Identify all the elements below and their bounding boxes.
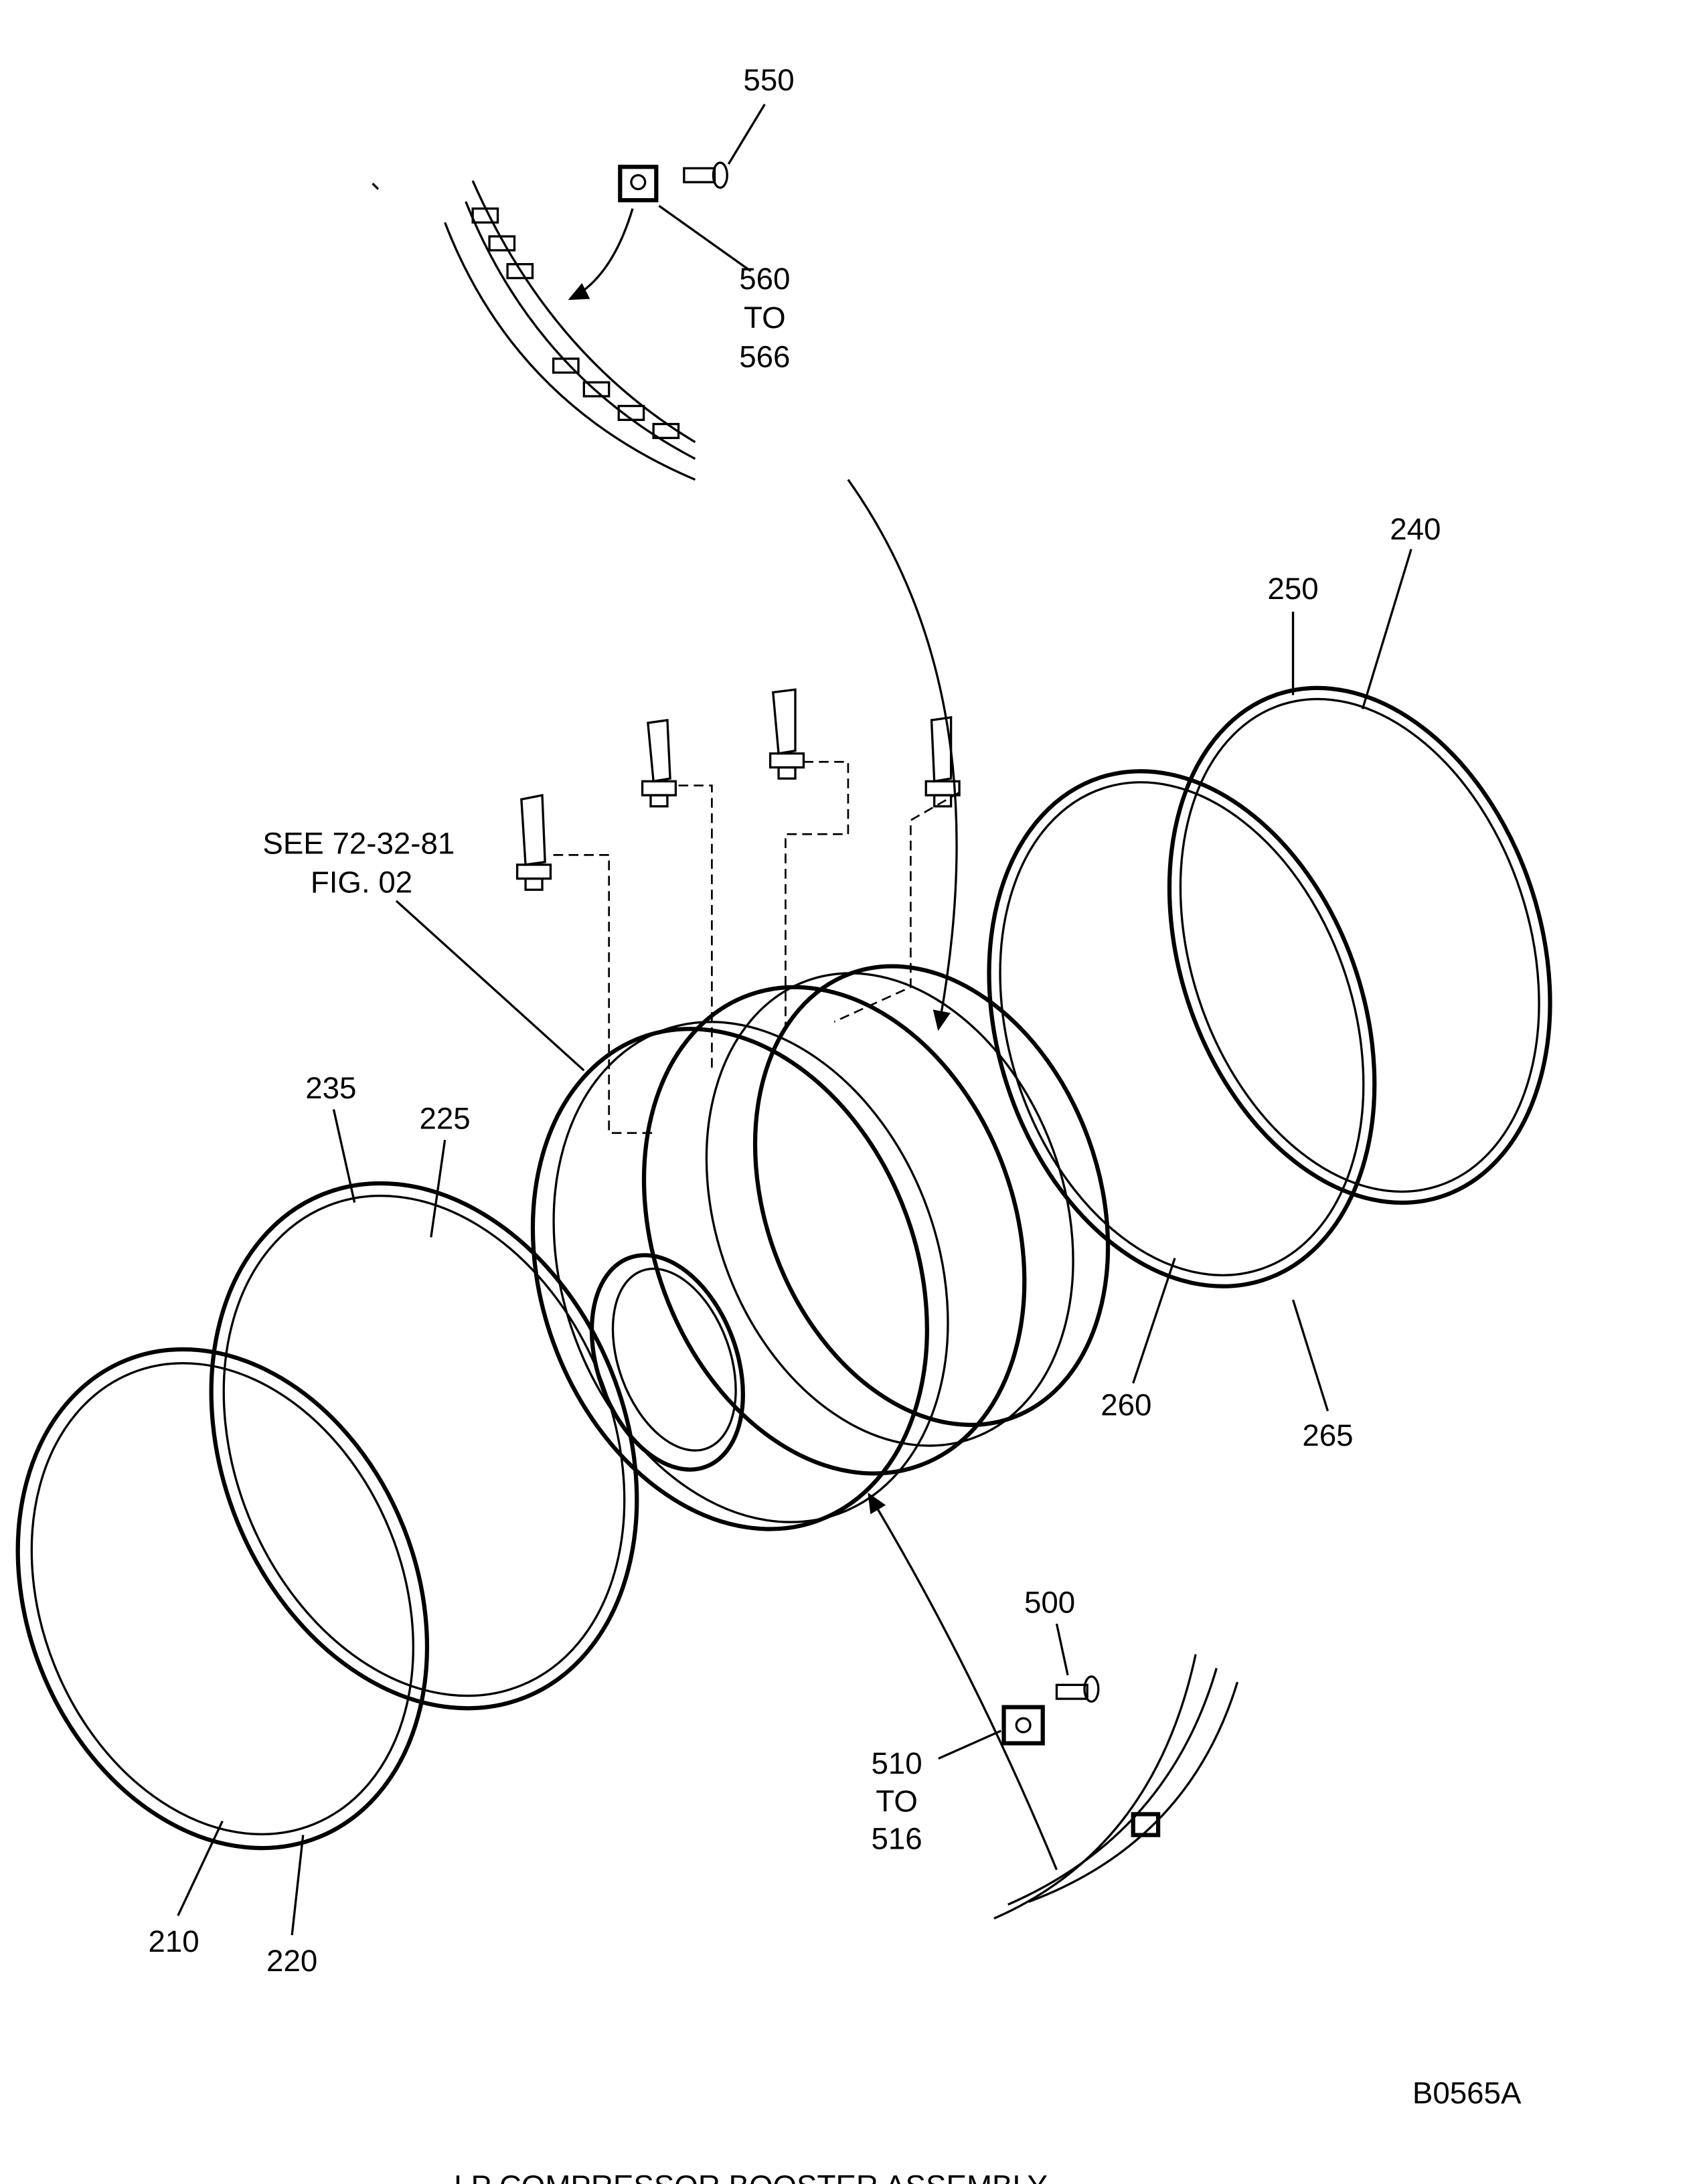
retainer-block-510 [1001, 1705, 1045, 1746]
callout-560: 560 [739, 262, 790, 296]
leader-210 [177, 1821, 224, 1916]
leader-260 [1132, 1258, 1176, 1384]
callout-220: 220 [266, 1944, 317, 1978]
callout-500: 500 [1024, 1585, 1075, 1619]
bolt-500 [1055, 1675, 1100, 1703]
ring-260 [987, 769, 1377, 1288]
ring-210 [15, 1347, 430, 1851]
callout-516: 516 [871, 1821, 922, 1855]
callout-510-to: TO [876, 1784, 918, 1818]
callout-see-fig: FIG. 02 [311, 865, 412, 899]
blade-guide-lines [553, 760, 960, 1135]
booster-drum [530, 964, 1111, 1531]
figure-caption: LP COMPRESSOR BOOSTER ASSEMBLY [454, 2169, 1048, 2184]
callout-260: 260 [1101, 1388, 1151, 1422]
leader-500 [1055, 1623, 1069, 1676]
arrow-drum [847, 479, 958, 1031]
callout-550: 550 [743, 63, 794, 97]
ring-235 [209, 1181, 639, 1711]
figure-id: B0565A [1412, 2076, 1522, 2110]
callout-510: 510 [871, 1746, 922, 1780]
callout-566: 566 [739, 339, 790, 373]
leader-550 [727, 103, 766, 165]
leader-510 [938, 1730, 1002, 1760]
callout-240: 240 [1390, 512, 1441, 546]
leader-560 [658, 205, 752, 272]
leader-265 [1291, 1299, 1329, 1412]
arrow-top-detail [568, 208, 634, 301]
leader-225 [430, 1139, 447, 1238]
callout-235: 235 [305, 1071, 356, 1105]
top-detail-ring-segment [372, 180, 696, 481]
bottom-detail-ring-segment [993, 1654, 1239, 1920]
leader-220 [291, 1835, 305, 1936]
bolt-550 [683, 161, 728, 189]
arrow-bottom-detail [868, 1492, 1058, 1871]
callout-560-to: TO [744, 301, 786, 335]
retainer-block-560 [618, 165, 659, 203]
callout-210: 210 [148, 1924, 199, 1958]
callout-250: 250 [1267, 572, 1318, 606]
callout-265: 265 [1302, 1418, 1353, 1452]
callout-see-ref: SEE 72-32-81 [262, 826, 455, 860]
callout-225: 225 [419, 1102, 470, 1136]
leader-see-fig [395, 900, 585, 1072]
leader-235 [332, 1109, 356, 1203]
leader-240 [1361, 548, 1412, 709]
ring-240 [1167, 685, 1552, 1205]
blades [515, 688, 961, 891]
